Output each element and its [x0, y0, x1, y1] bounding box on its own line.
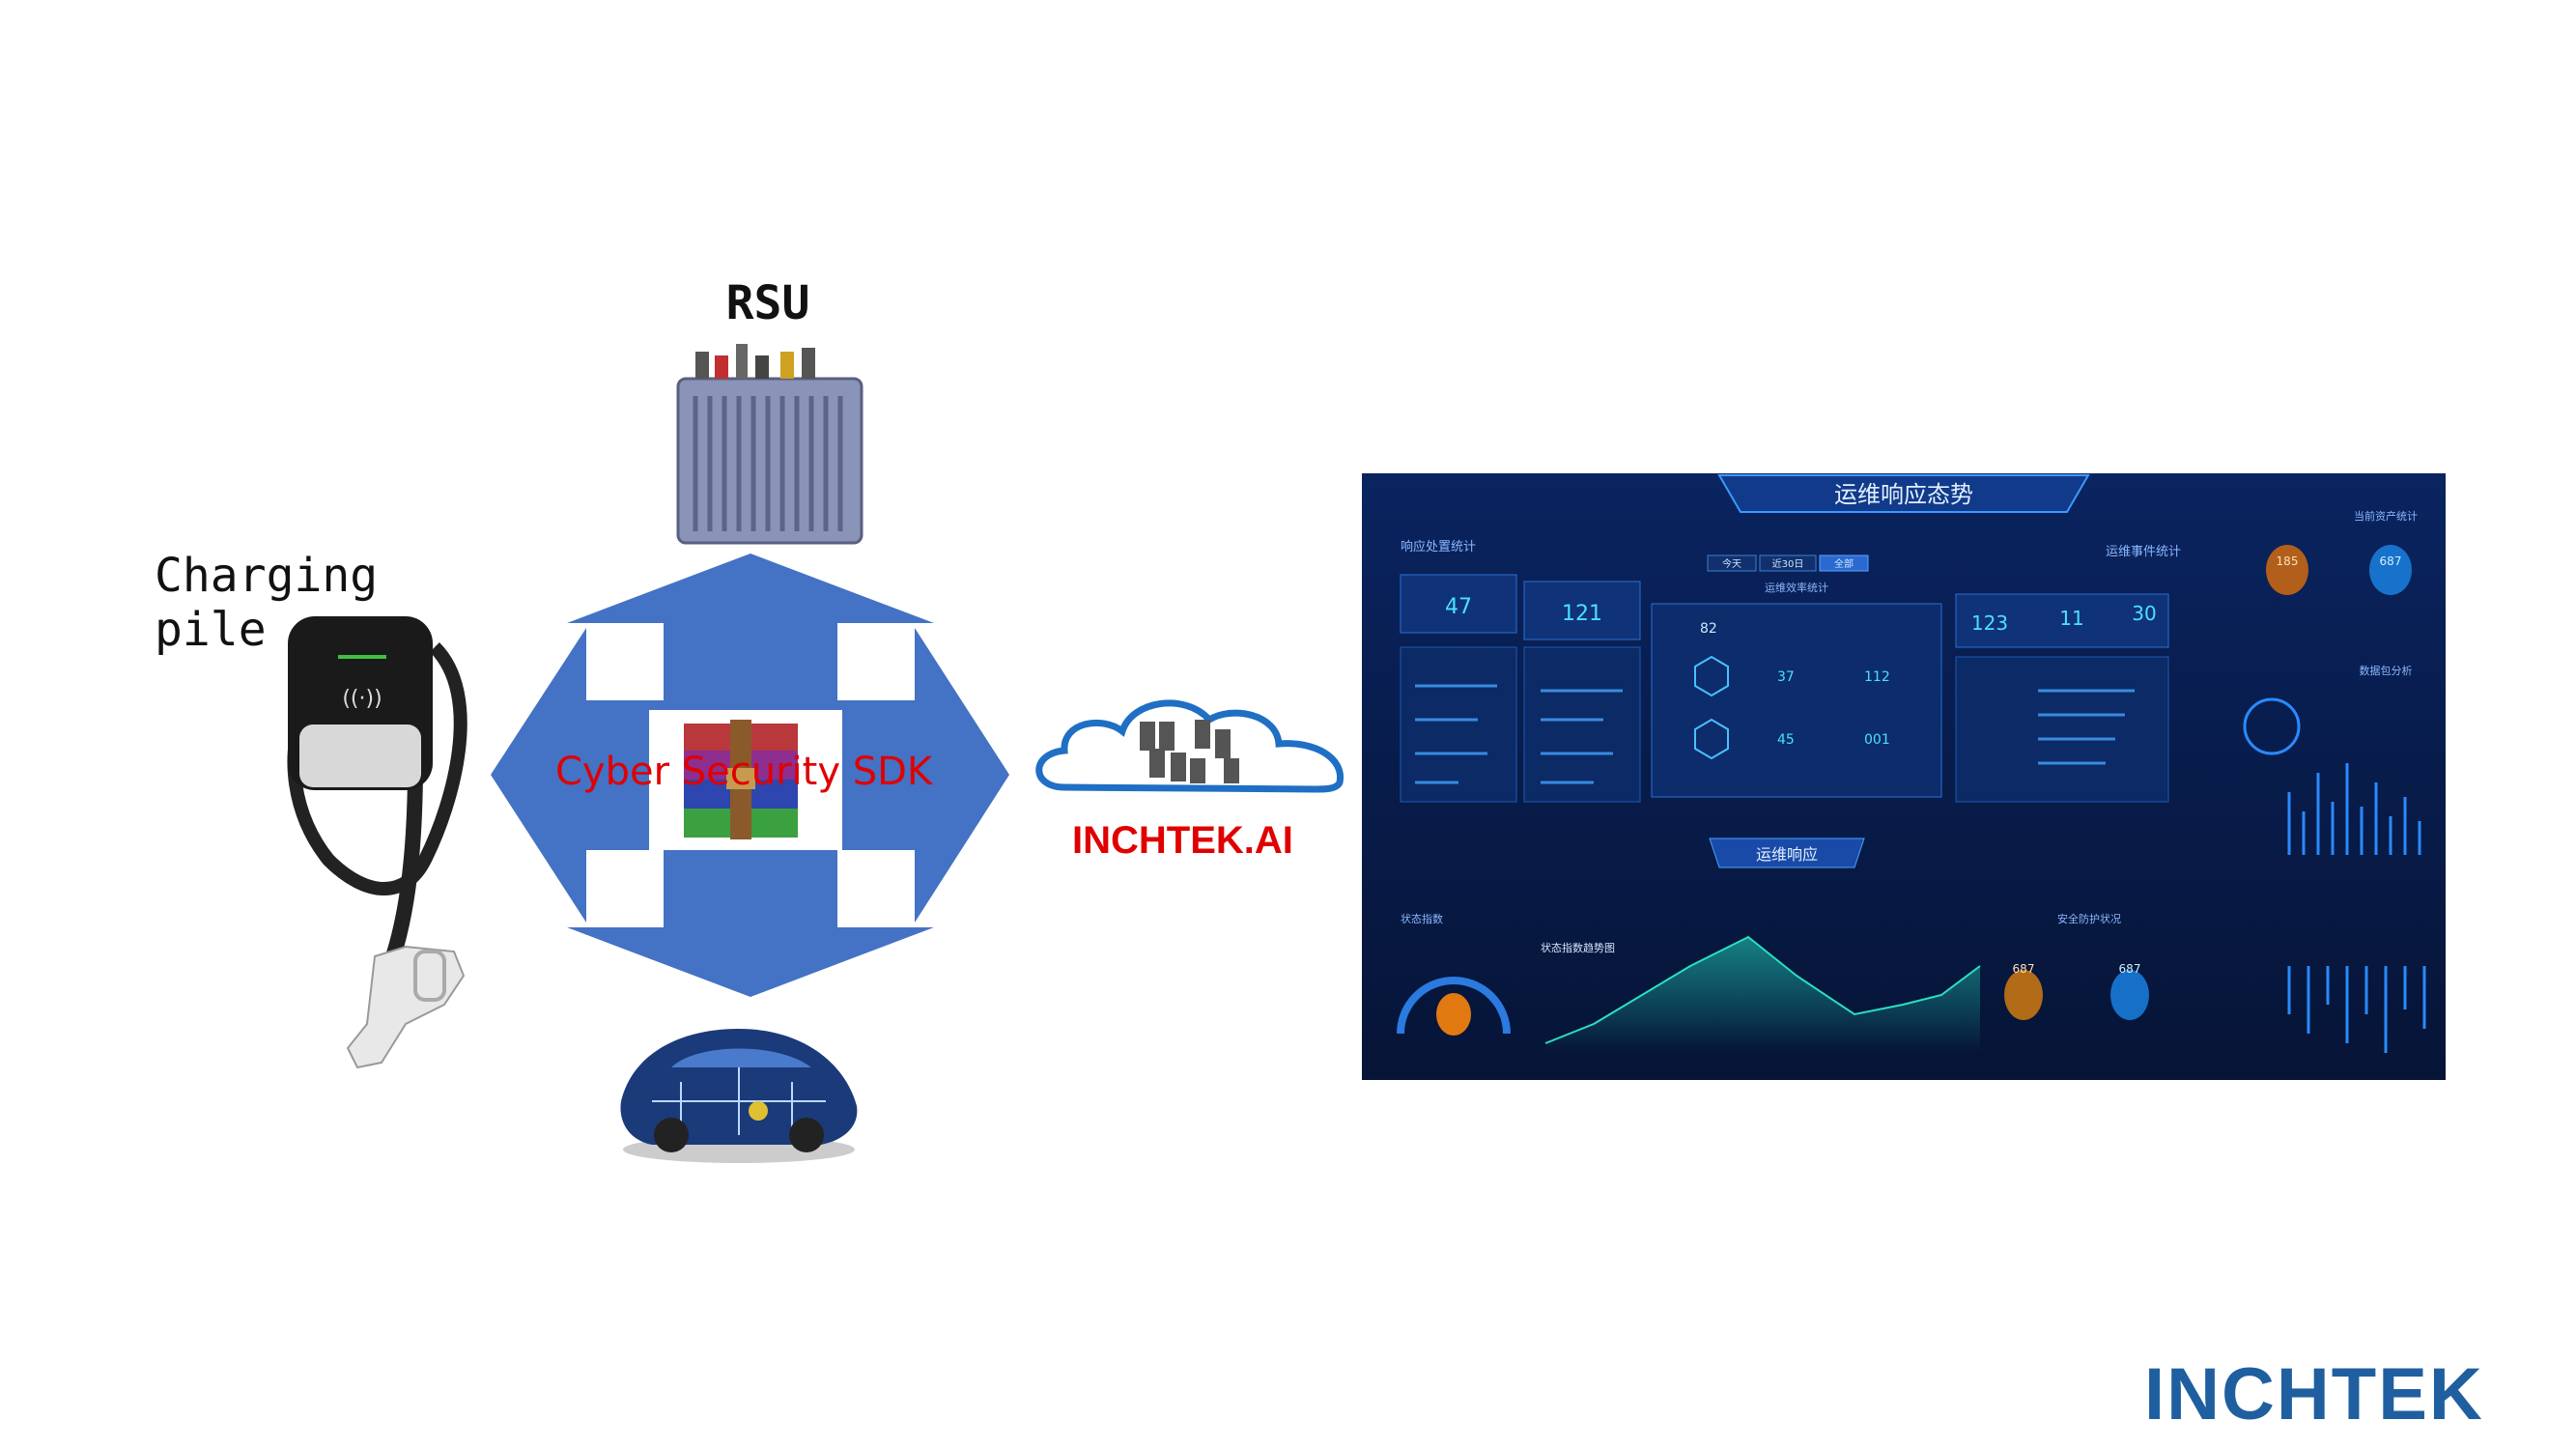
sdk-label: Cyber Security SDK [555, 750, 933, 794]
brand-logo: INCHTEK [2144, 1353, 2484, 1435]
dashboard-panel: 运维响应态势 今天 近30日 全部 运维效率统计 响应处置统计 47 121 8… [1362, 473, 2446, 1080]
dashboard-graphic: 运维响应态势 今天 近30日 全部 运维效率统计 响应处置统计 47 121 8… [1362, 473, 2446, 1080]
bottom-button[interactable]: 运维响应 [1756, 845, 1818, 864]
charging-pile-icon: ((·)) [287, 616, 467, 1069]
left-header: 响应处置统计 [1401, 539, 1476, 554]
stat-right-1: 123 [1971, 611, 2008, 635]
bottom-right-v1: 687 [2013, 962, 2035, 976]
cloud-server-icon [1035, 699, 1344, 793]
sdk-box [649, 710, 842, 850]
stat-left-1: 47 [1445, 595, 1472, 619]
rsu-device-icon [676, 344, 863, 545]
right-header: 运维事件统计 [2106, 545, 2181, 559]
center-pct: 82 [1700, 621, 1717, 637]
center-subtitle: 运维效率统计 [1765, 581, 1828, 594]
center-v3: 45 [1777, 732, 1795, 748]
far-right-header2: 数据包分析 [2360, 664, 2413, 677]
stat-right-3: 30 [2132, 602, 2156, 625]
bottom-right-v2: 687 [2119, 962, 2141, 976]
dashboard-title: 运维响应态势 [1834, 481, 1973, 508]
charging-pile-label: Charging pile [155, 549, 379, 657]
stat-right-2: 11 [2059, 607, 2083, 630]
center-v4: 001 [1864, 732, 1890, 748]
center-v2: 112 [1864, 669, 1890, 685]
tab-30days[interactable]: 近30日 [1772, 557, 1804, 570]
center-v1: 37 [1777, 669, 1795, 685]
tab-today[interactable]: 今天 [1722, 557, 1741, 570]
tab-all[interactable]: 全部 [1834, 557, 1854, 570]
archive-books-icon [684, 720, 798, 839]
bottom-left-header: 状态指数 [1401, 912, 1443, 925]
cloud-label: INCHTEK.AI [1072, 819, 1293, 862]
far-right-v1: 185 [2277, 554, 2299, 568]
far-right-v2: 687 [2380, 554, 2402, 568]
stat-left-2: 121 [1562, 602, 1602, 626]
rsu-label: RSU [725, 276, 810, 330]
car-icon [620, 1029, 858, 1163]
bottom-mid-header: 状态指数趋势图 [1541, 941, 1615, 954]
svg-text:((·)): ((·)) [342, 687, 382, 711]
bottom-right-header: 安全防护状况 [2057, 912, 2121, 925]
far-right-header: 当前资产统计 [2354, 509, 2418, 523]
